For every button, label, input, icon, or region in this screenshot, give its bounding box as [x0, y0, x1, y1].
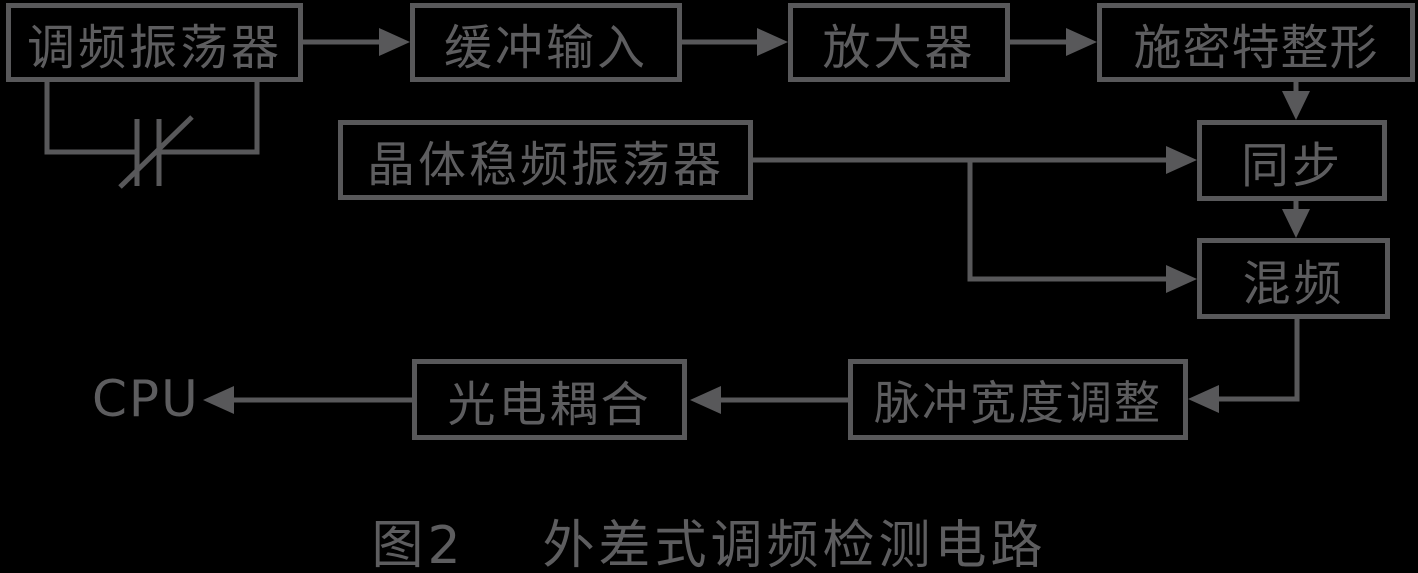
arrow-sync-to-mixer [1282, 201, 1310, 238]
arrow-fm-to-buffer [303, 28, 410, 56]
arrow-crystal-to-sync [753, 146, 1197, 174]
figure-caption: 图2 外差式调频检测电路 [0, 503, 1418, 573]
box-pulse-width-adjust: 脉冲宽度调整 [848, 359, 1188, 440]
box-schmitt-shaper: 施密特整形 [1097, 3, 1415, 82]
box-fm-oscillator: 调频振荡器 [6, 3, 303, 82]
box-label: 混频 [1242, 255, 1345, 312]
box-amplifier: 放大器 [788, 3, 1010, 82]
box-mixer: 混频 [1197, 238, 1390, 319]
variable-capacitor-icon [44, 80, 260, 189]
arrow-pulse-width-to-optocoupler [690, 386, 848, 414]
box-label: 光电耦合 [447, 376, 652, 433]
caption-title: 外差式调频检测电路 [542, 516, 1047, 573]
box-label: 放大器 [822, 19, 976, 76]
arrow-amplifier-to-schmitt [1010, 28, 1097, 56]
box-label: 施密特整形 [1133, 19, 1379, 76]
box-label: 缓冲输入 [443, 19, 648, 76]
caption-number: 图2 [371, 516, 465, 573]
box-sync: 同步 [1197, 120, 1387, 201]
arrow-buffer-to-amplifier [682, 28, 788, 56]
box-label: 晶体稳频振荡器 [366, 137, 724, 193]
box-buffer-input: 缓冲输入 [410, 3, 682, 82]
arrow-optocoupler-to-cpu [203, 386, 412, 414]
arrow-crystal-to-mixer [967, 160, 1197, 293]
arrow-schmitt-to-sync [1282, 82, 1310, 120]
box-optocoupler: 光电耦合 [412, 359, 687, 440]
arrow-mixer-to-pulse-width [1188, 319, 1300, 413]
box-crystal-oscillator: 晶体稳频振荡器 [338, 120, 753, 200]
cpu-label: CPU [92, 370, 200, 428]
box-label: 脉冲宽度调整 [874, 375, 1162, 430]
box-label: 调频振荡器 [26, 19, 282, 76]
box-label: 同步 [1240, 137, 1343, 194]
